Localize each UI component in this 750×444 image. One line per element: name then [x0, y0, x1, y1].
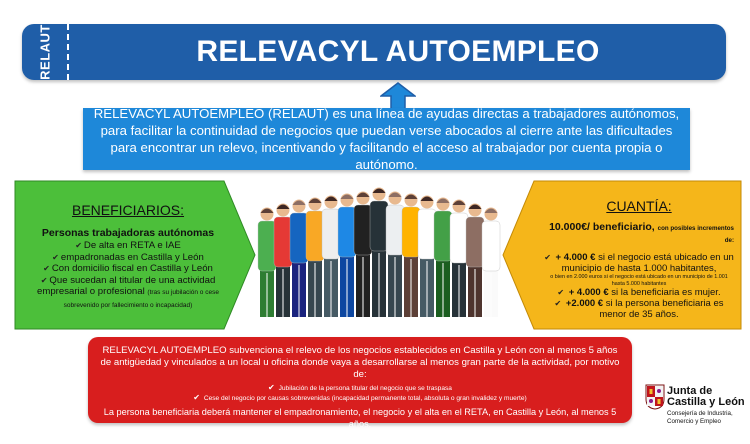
list-item: ✔ +2.000 € si la persona beneficiaria es… — [554, 298, 724, 320]
banner-tab-label: RELAUT — [37, 24, 52, 80]
list-item: ✔ + 4.000 € si la beneficiaria es mujer. — [557, 287, 721, 298]
worker-figure — [465, 203, 485, 317]
worker-figure — [417, 195, 437, 317]
check-icon: ✔ — [544, 253, 551, 262]
check-icon: ✔ — [52, 252, 59, 262]
banner-tab: RELAUT — [22, 24, 69, 80]
worker-figure — [289, 199, 309, 317]
list-item: ✔empadronadas en Castilla y León — [52, 251, 204, 263]
worker-figure — [369, 187, 389, 317]
worker-figure — [321, 195, 341, 317]
beneficiarios-arrow-shape — [14, 180, 256, 330]
worker-figure — [401, 193, 421, 317]
worker-figure — [257, 207, 277, 317]
logo-line-4: Comercio y Empleo — [667, 417, 721, 425]
requirements-footer: La persona beneficiaria deberá mantener … — [103, 407, 617, 429]
junta-logo: Junta de Castilla y León Consejería de I… — [645, 372, 745, 432]
worker-figure — [337, 193, 357, 317]
list-item: ✔ Cese del negocio por causas sobrevenid… — [193, 393, 527, 402]
description-text: RELEVACYL AUTOEMPLEO (RELAUT) es una lín… — [93, 106, 680, 172]
check-icon: ✔ — [43, 264, 50, 273]
check-icon: ✔ — [193, 393, 200, 402]
list-item: ✔Que sucedan al titular de una actividad… — [37, 274, 219, 309]
list-item: ✔De alta en RETA e IAE — [75, 240, 181, 251]
cuantia-arrow-shape — [502, 180, 742, 330]
logo-line-2: Castilla y León — [667, 396, 745, 408]
cuantia-amount: 10.000€/ beneficiario, con posibles incr… — [549, 221, 734, 245]
check-icon: ✔ — [557, 288, 565, 297]
requirements-box: RELEVACYL AUTOEMPLEO subvenciona el rele… — [88, 337, 632, 429]
list-item: ✔ + 4.000 € si el negocio está ubicado e… — [544, 252, 734, 287]
logo-line-3: Consejería de Industria, — [667, 410, 733, 417]
list-item: ✔ Jubilación de la persona titular del n… — [268, 383, 452, 392]
worker-figure — [305, 197, 325, 317]
coat-of-arms-icon — [645, 384, 665, 410]
beneficiarios-panel: BENEFICIARIOS: Personas trabajadoras aut… — [14, 180, 256, 330]
logo-line-1: Junta de — [667, 385, 713, 397]
worker-figure — [273, 203, 293, 317]
check-icon: ✔ — [268, 383, 275, 392]
requirements-intro: RELEVACYL AUTOEMPLEO subvenciona el rele… — [100, 345, 620, 380]
worker-figure — [385, 191, 405, 317]
worker-figure — [449, 199, 469, 317]
cuantia-title: CUANTÍA: — [606, 198, 672, 214]
cuantia-panel: CUANTÍA: 10.000€/ beneficiario, con posi… — [502, 180, 742, 330]
beneficiarios-title: BENEFICIARIOS: — [71, 202, 185, 218]
workers-group-image — [257, 187, 501, 317]
beneficiarios-subtitle: Personas trabajadoras autónomas — [41, 227, 215, 239]
check-icon: ✔ — [554, 299, 562, 308]
check-icon: ✔ — [75, 241, 82, 250]
check-icon: ✔ — [40, 275, 48, 285]
description-box: RELEVACYL AUTOEMPLEO (RELAUT) es una lín… — [83, 106, 690, 172]
beneficiarios-note: (tras su jubilación o cese sobrevenido p… — [63, 289, 219, 309]
title-banner: RELAUT RELEVACYL AUTOEMPLEO — [22, 24, 726, 80]
worker-figure — [481, 207, 501, 317]
page-title: RELEVACYL AUTOEMPLEO — [196, 35, 600, 68]
list-item: ✔Con domicilio fiscal en Castilla y León — [43, 263, 213, 274]
worker-figure — [433, 197, 453, 317]
worker-figure — [353, 191, 373, 317]
